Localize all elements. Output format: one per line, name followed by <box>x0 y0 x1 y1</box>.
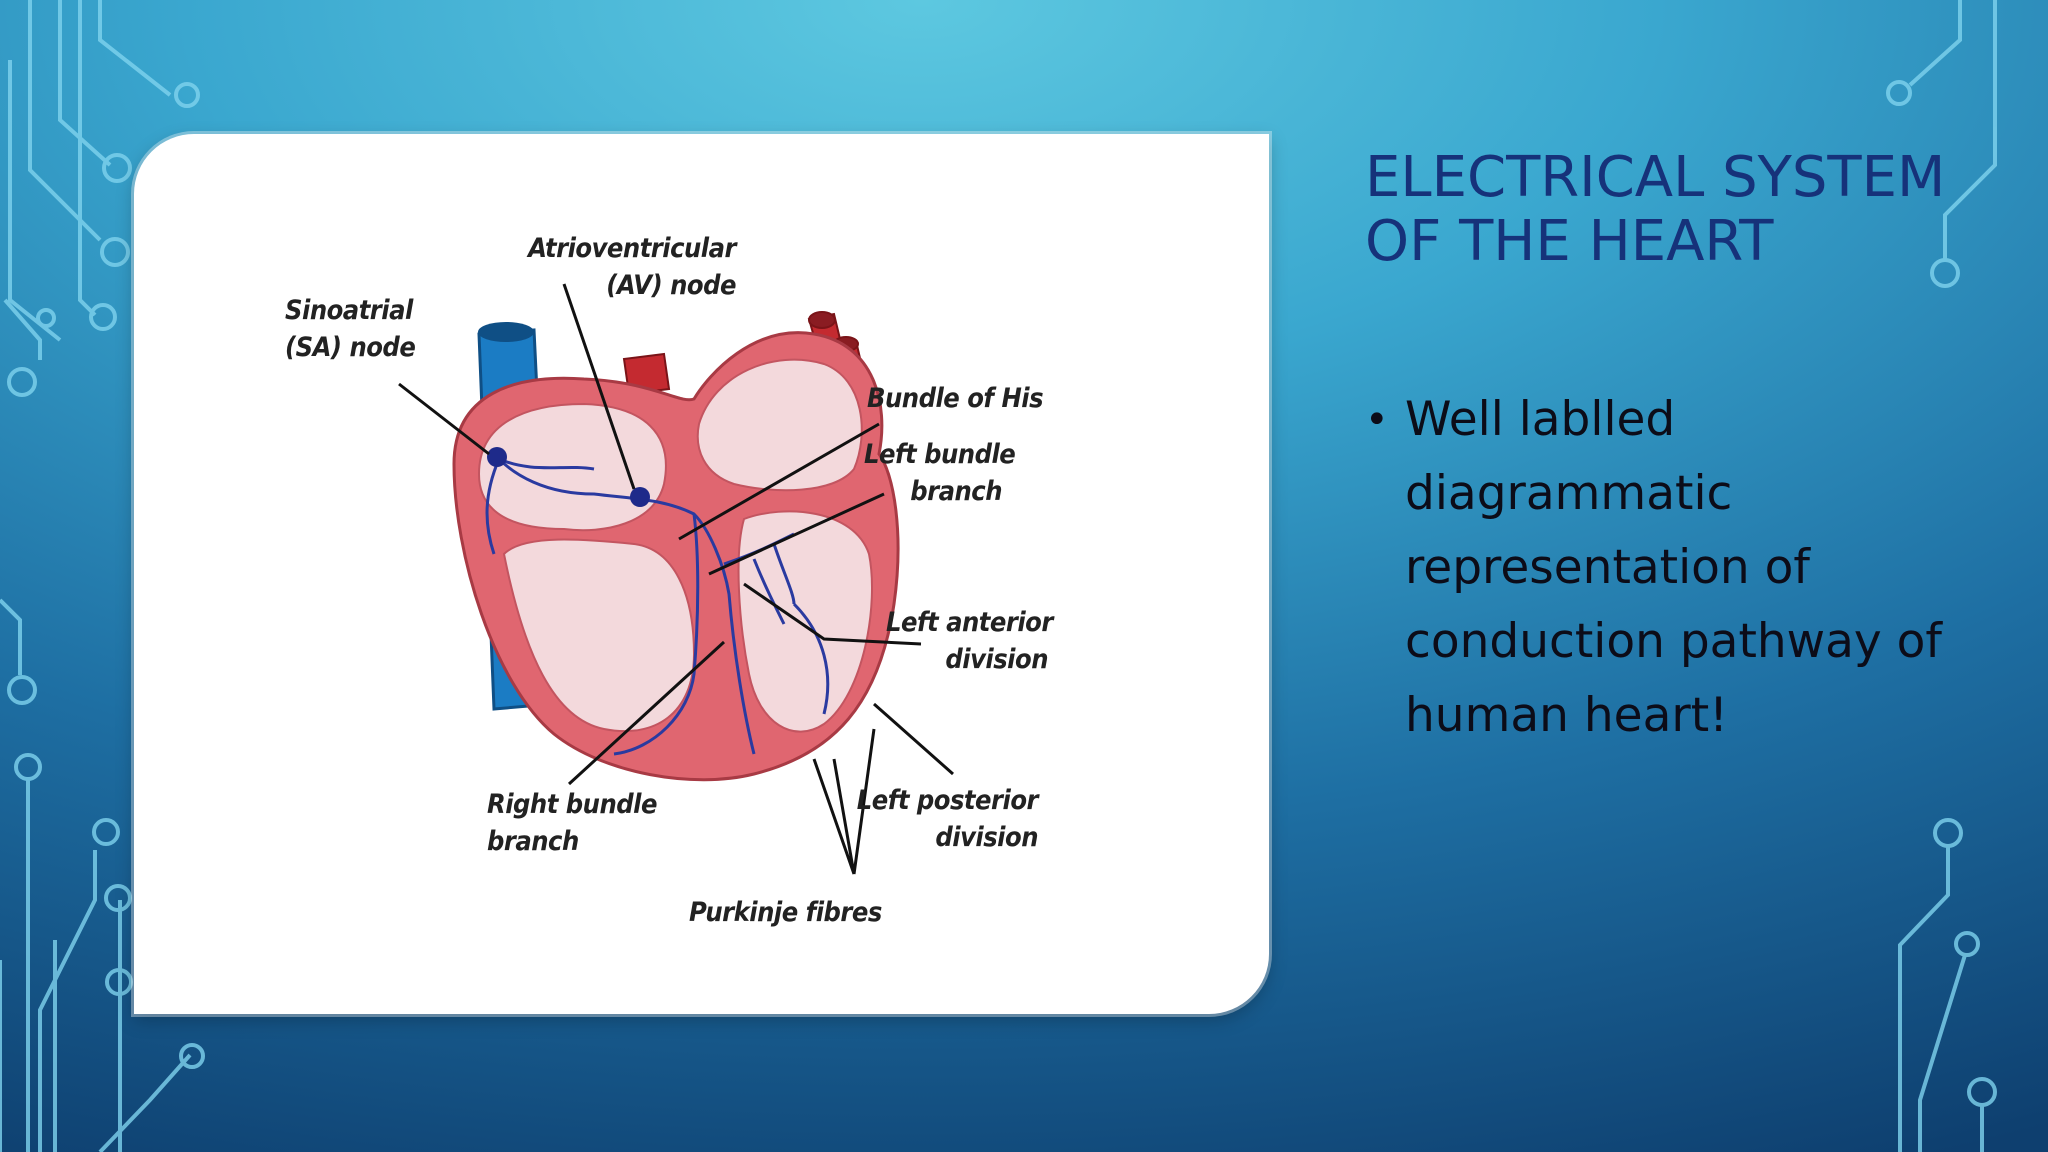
diagram-card: Sinoatrial (SA) node Atrioventricular (A… <box>134 134 1269 1014</box>
label-left-posterior-division: Left posterior division <box>856 785 1039 853</box>
slide-title: ELECTRICAL SYSTEM OF THE HEART <box>1365 145 1946 274</box>
heart-diagram <box>398 283 954 875</box>
bullet-list: • Well lablled diagrammatic representati… <box>1365 383 1965 753</box>
leader-lines <box>398 283 954 875</box>
bullet-item: • Well lablled diagrammatic representati… <box>1365 383 1965 753</box>
left-ventricle <box>737 510 873 733</box>
bullet-text: Well lablled diagrammatic representation… <box>1405 392 1942 743</box>
av-node <box>630 487 650 507</box>
label-av-node: Atrioventricular (AV) node <box>528 233 736 301</box>
label-sa-node: Sinoatrial (SA) node <box>285 295 416 363</box>
sa-node <box>487 447 507 467</box>
label-bundle-of-his: Bundle of His <box>867 383 1044 414</box>
label-left-anterior-division: Left anterior division <box>886 607 1053 675</box>
label-purkinje-fibres: Purkinje fibres <box>689 897 882 928</box>
label-left-bundle-branch: Left bundle branch <box>864 439 1016 507</box>
label-right-bundle-branch: Right bundle branch <box>487 789 657 857</box>
bullet-icon: • <box>1365 397 1389 443</box>
